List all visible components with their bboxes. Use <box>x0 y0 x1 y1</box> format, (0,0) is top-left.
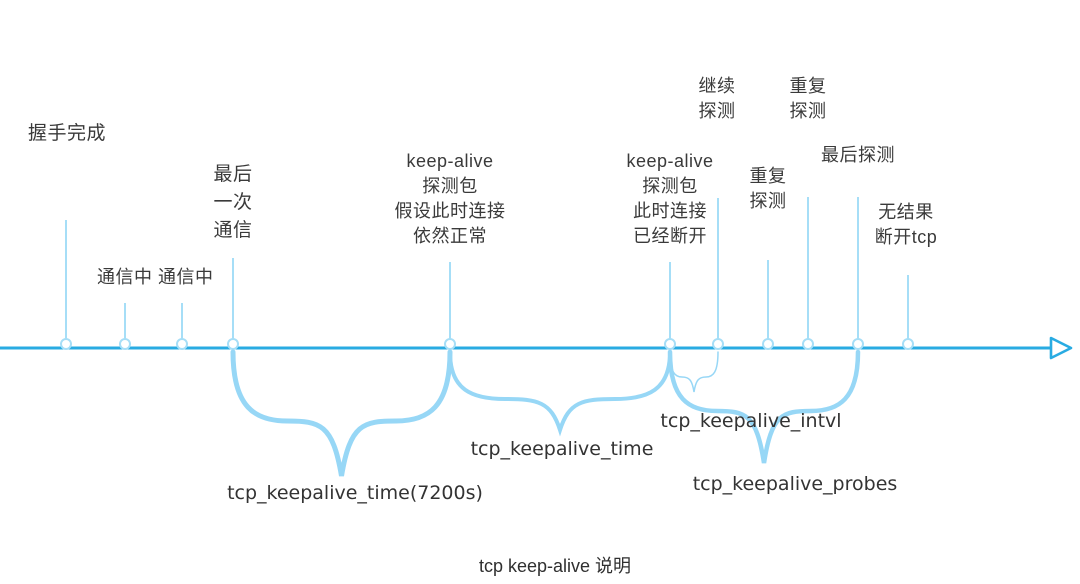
time-axis-arrowhead-icon <box>1049 336 1073 360</box>
tick-last-probe <box>852 197 864 350</box>
tick-repeat-probe-1 <box>762 260 774 350</box>
brace-keepalive-time-7200 <box>230 349 453 477</box>
event-label-no-result-disconnect: 无结果 断开tcp <box>874 202 938 247</box>
event-label-probe-broken: keep-alive 探测包 此时连接 已经断开 <box>626 151 714 246</box>
tick-handshake <box>60 220 72 350</box>
tick-no-result <box>902 275 914 350</box>
tick-continue-probe <box>712 198 724 350</box>
diagram-caption: tcp keep-alive 说明 <box>478 556 632 576</box>
event-label-last-communication: 最后 一次 通信 <box>213 164 253 241</box>
tick-last-communication <box>227 258 239 350</box>
event-label-repeat-probe-2: 重复 探测 <box>789 76 827 121</box>
tick-repeat-probe-2 <box>802 197 814 350</box>
brace-keepalive-intvl <box>669 351 719 393</box>
event-label-communicating: 通信中 通信中 <box>97 267 214 287</box>
tick-probe-broken <box>664 262 676 350</box>
interval-label-keepalive-probes: tcp_keepalive_probes <box>692 473 898 495</box>
event-label-handshake-complete: 握手完成 <box>28 123 107 144</box>
tick-communication-2 <box>176 303 188 350</box>
timeline-ticks <box>60 197 914 350</box>
interval-label-keepalive-time: tcp_keepalive_time <box>470 438 654 460</box>
interval-label-keepalive-intvl: tcp_keepalive_intvl <box>660 410 842 432</box>
brace-keepalive-time <box>448 350 672 437</box>
event-label-repeat-probe-1: 重复 探测 <box>749 166 787 211</box>
event-label-continue-probe: 继续 探测 <box>698 76 736 121</box>
event-label-probe-alive: keep-alive 探测包 假设此时连接 依然正常 <box>394 151 506 246</box>
tick-communication-1 <box>119 303 131 350</box>
tick-probe-alive <box>444 262 456 350</box>
event-label-last-probe: 最后探测 <box>821 145 895 165</box>
interval-label-keepalive-time-7200: tcp_keepalive_time(7200s) <box>227 482 483 504</box>
brace-keepalive-probes <box>667 349 861 464</box>
